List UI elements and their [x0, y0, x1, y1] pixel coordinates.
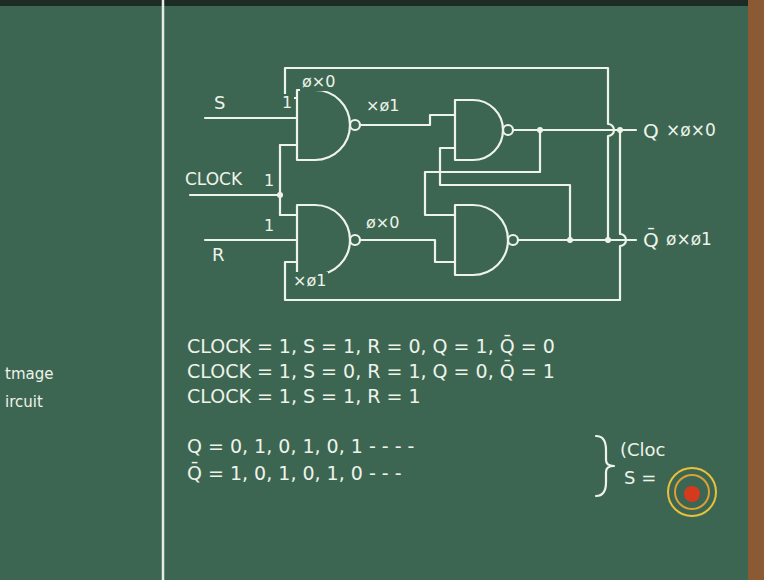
state-note: ×ø×0	[664, 121, 718, 140]
logic-value: 1	[262, 172, 276, 190]
pointer-highlight	[668, 468, 716, 516]
state-note: ×ø1	[291, 272, 328, 290]
nand-gate	[297, 205, 350, 275]
signal-name: CLOCK	[183, 170, 244, 189]
feedback-wire	[285, 68, 614, 240]
state-note: ø×0	[364, 214, 401, 232]
logic-value: 1	[262, 217, 276, 235]
wire	[280, 145, 297, 215]
condition-line: CLOCK = 1, S = 1, R = 0, Q = 1, Q̄ = 0	[185, 336, 557, 357]
nand-gate	[297, 90, 350, 160]
margin-note: ircuit	[3, 394, 45, 411]
junction-dot	[567, 237, 573, 243]
signal-name: S	[212, 93, 227, 113]
output-name: Q	[641, 120, 661, 142]
nand-gate	[455, 205, 508, 275]
nand-bubble	[503, 125, 513, 135]
brace	[596, 436, 614, 496]
condition-note: (Cloc	[618, 440, 668, 460]
wire	[518, 239, 636, 241]
junction-dot	[617, 127, 623, 133]
margin-note: tmage	[3, 366, 55, 383]
nand-bubble	[350, 120, 360, 130]
wire	[440, 148, 570, 240]
junction-dot	[605, 237, 611, 243]
nand-bubble	[350, 235, 360, 245]
nand-gate	[455, 100, 503, 160]
state-note: ø×ø1	[664, 230, 714, 249]
junction-dot	[277, 192, 283, 198]
output-name: Q̄	[641, 229, 661, 251]
state-note: ø×0	[300, 73, 337, 91]
logic-value: 1	[280, 94, 294, 112]
board-frame	[748, 0, 764, 580]
sequence-line: Q̄ = 1, 0, 1, 0, 1, 0 - - -	[185, 463, 404, 484]
condition-note: S =	[622, 468, 658, 488]
signal-name: R	[210, 245, 227, 265]
condition-line: CLOCK = 1, S = 0, R = 1, Q = 0, Q̄ = 1	[185, 361, 557, 382]
junction-dot	[537, 127, 543, 133]
wire	[360, 240, 455, 262]
board-divider	[162, 0, 165, 580]
sequence-line: Q = 0, 1, 0, 1, 0, 1 - - - -	[185, 436, 416, 457]
condition-line: CLOCK = 1, S = 1, R = 1	[185, 386, 423, 407]
wire	[205, 117, 297, 119]
nand-bubble	[508, 235, 518, 245]
feedback-wire	[285, 130, 626, 300]
wire	[360, 115, 455, 125]
wire	[190, 194, 280, 196]
wire	[425, 130, 540, 215]
board-top-edge	[0, 0, 764, 6]
wire	[205, 239, 297, 241]
wire	[279, 145, 281, 215]
state-note: ×ø1	[364, 97, 401, 115]
